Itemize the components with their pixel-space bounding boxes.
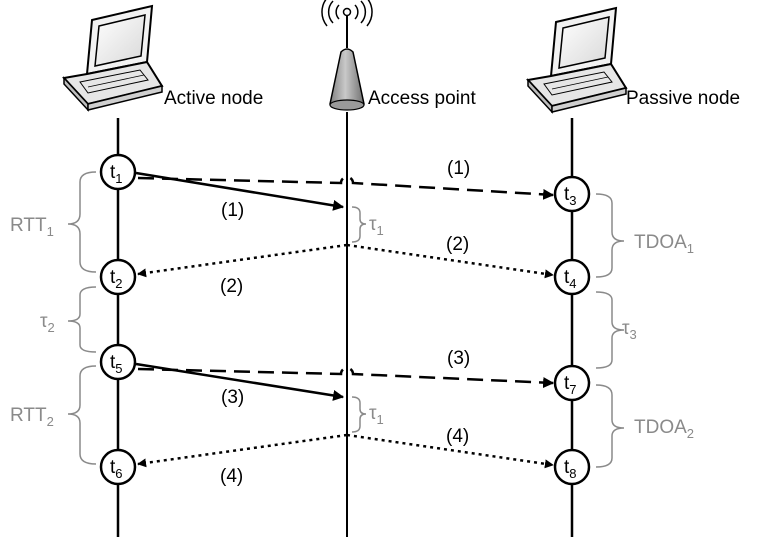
message-1-direct-label: (1) (221, 200, 244, 221)
access-point-label: Access point (368, 88, 476, 109)
tau1-label-first: τ1 (369, 214, 384, 238)
active-node-label: Active node (164, 88, 263, 109)
svg-text:t5: t5 (110, 352, 123, 376)
passive-node-label: Passive node (626, 88, 740, 109)
rtt2-brace (67, 365, 97, 465)
message-1-overheard-label: (1) (447, 158, 470, 179)
event-t6: t6 (99, 448, 137, 486)
access-point-icon (329, 7, 365, 111)
tau3-label: τ3 (622, 318, 637, 342)
signal-waves-icon (321, 0, 373, 27)
event-t5: t5 (99, 343, 137, 381)
event-t8: t8 (553, 448, 591, 486)
svg-text:t4: t4 (564, 267, 577, 291)
rtt1-brace (67, 171, 97, 273)
event-t3: t3 (553, 175, 591, 213)
rtt1-label: RTT1 (10, 215, 54, 239)
tau2-label: τ2 (40, 311, 55, 335)
event-t1: t1 (99, 153, 137, 191)
svg-text:t6: t6 (110, 457, 123, 481)
tdoa2-brace (595, 384, 625, 468)
message-4-to-active-label: (4) (220, 466, 243, 487)
message-2-to-passive-label: (2) (446, 234, 469, 255)
message-3-direct-label: (3) (221, 387, 244, 408)
laptop-icon-passive (526, 6, 628, 114)
tdoa2-label: TDOA2 (634, 417, 694, 441)
message-3-overheard-arrow (137, 366, 555, 389)
message-4-to-active-arrow (137, 433, 348, 468)
tau1-brace-second (351, 396, 367, 433)
tdoa1-brace (595, 193, 625, 278)
event-t2: t2 (99, 258, 137, 296)
tau2-brace (67, 286, 97, 353)
message-3-overheard-label: (3) (447, 348, 470, 369)
svg-text:t8: t8 (564, 457, 577, 481)
message-4-to-passive-label: (4) (446, 426, 469, 447)
message-1-overheard-arrow (137, 175, 555, 200)
event-t7: t7 (553, 364, 591, 402)
laptop-icon-active (62, 4, 164, 112)
svg-text:t7: t7 (564, 373, 577, 397)
rtt2-label: RTT2 (10, 405, 54, 429)
tau3-brace (595, 291, 625, 369)
tdoa1-label: TDOA1 (634, 232, 694, 256)
tau1-label-second: τ1 (369, 403, 384, 427)
message-2-to-active-label: (2) (220, 276, 243, 297)
tau1-brace-first (351, 206, 367, 243)
event-t4: t4 (553, 258, 591, 296)
svg-text:t3: t3 (564, 184, 577, 208)
message-2-to-active-arrow (137, 243, 348, 278)
svg-text:t1: t1 (110, 162, 123, 186)
svg-text:t2: t2 (110, 267, 123, 291)
